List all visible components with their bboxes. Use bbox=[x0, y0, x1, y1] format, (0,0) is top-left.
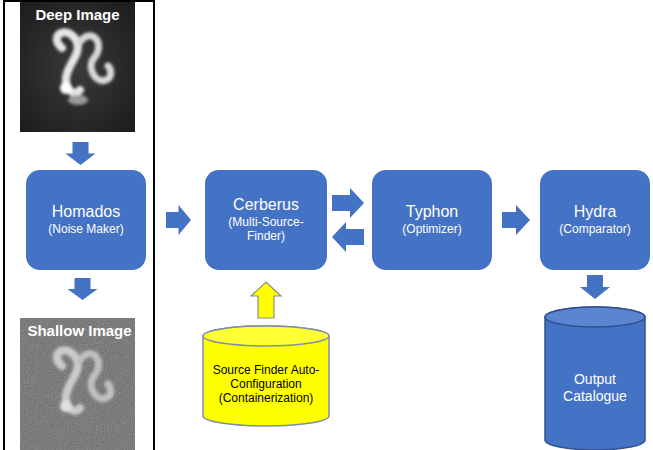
process-box: Homados (Noise Maker) bbox=[26, 170, 146, 270]
galaxy-lobe bbox=[80, 36, 111, 81]
deep-image-ground bbox=[20, 2, 135, 132]
node-title: Hydra bbox=[574, 203, 617, 221]
block-arrow bbox=[332, 222, 364, 252]
image-panel: Deep Image bbox=[20, 2, 135, 132]
node-title: Typhon bbox=[406, 203, 458, 221]
database-cylinder: Output Catalogue bbox=[545, 307, 645, 450]
cylinder-body bbox=[545, 307, 645, 450]
node-title: Homados bbox=[52, 203, 120, 221]
block-arrow bbox=[66, 142, 96, 165]
block-arrow bbox=[68, 278, 98, 300]
block-arrow bbox=[251, 282, 281, 318]
block-arrow bbox=[580, 275, 610, 299]
shallow-image-ground bbox=[20, 318, 135, 450]
process-box: Hydra (Comparator) bbox=[540, 170, 650, 270]
image-panel: Shallow Image bbox=[20, 318, 139, 450]
block-arrow bbox=[332, 188, 364, 218]
node-title: Cerberus bbox=[233, 196, 299, 214]
process-box: Typhon (Optimizer) bbox=[372, 170, 492, 270]
cylinder-top bbox=[545, 307, 645, 327]
node-title: Deep Image bbox=[35, 6, 119, 23]
galaxy-lobe bbox=[80, 354, 111, 399]
galaxy-tail bbox=[68, 95, 88, 105]
node-title: Source Finder Auto-Configuration (Contai… bbox=[210, 364, 322, 405]
node-subtitle: (Optimizer) bbox=[402, 223, 461, 237]
node-subtitle: (Noise Maker) bbox=[48, 223, 123, 237]
galaxy-core bbox=[60, 400, 72, 412]
block-arrow bbox=[502, 205, 530, 235]
panel-frame bbox=[4, 1, 154, 450]
cylinder-top bbox=[203, 326, 329, 346]
radio-galaxy bbox=[57, 32, 111, 105]
node-title: Shallow Image bbox=[27, 322, 131, 339]
process-box: Cerberus (Multi-Source- Finder) bbox=[205, 170, 327, 270]
node-subtitle: (Multi-Source- Finder) bbox=[211, 216, 321, 244]
cylinder-body bbox=[203, 326, 329, 426]
node-title: Output Catalogue bbox=[555, 371, 635, 403]
radio-galaxy bbox=[57, 350, 111, 412]
node-subtitle: (Comparator) bbox=[559, 223, 630, 237]
config-cylinder: Source Finder Auto-Configuration (Contai… bbox=[203, 326, 329, 426]
galaxy-core bbox=[60, 82, 72, 94]
image-noise bbox=[20, 318, 135, 450]
block-arrow bbox=[166, 205, 191, 235]
